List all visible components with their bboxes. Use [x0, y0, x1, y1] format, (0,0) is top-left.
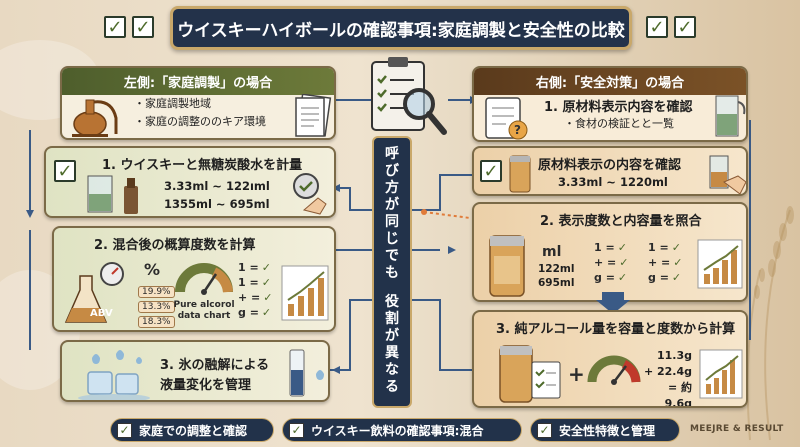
hand-cup-icon — [709, 155, 746, 194]
percent-sign: % — [144, 260, 161, 279]
title-check-icon-1: ✓ — [104, 16, 126, 38]
measuring-tube-drop-icon — [289, 349, 324, 397]
check-icon: ✓ — [261, 261, 271, 274]
left-step-1-title: 1. ウイスキーと無糖炭酸水を計量 — [102, 158, 303, 173]
check-icon: ✓ — [263, 291, 273, 304]
flask-gauge-icon — [64, 262, 124, 323]
right-step-2-title: 2. 表示度数と内容量を照合 — [540, 214, 702, 229]
document-icon — [295, 94, 332, 137]
right-step-2-panel: 2. 表示度数と内容量を照合 ml 122ml 695ml 1 =✓ + =✓ … — [472, 202, 748, 302]
can-clipboard-icon — [499, 345, 561, 403]
left-header-bullet-1: ・家庭調製地域 — [134, 97, 211, 110]
check-icon: ✓ — [619, 256, 629, 269]
right-step-1b-title: 原材料表示の内容を確認 — [538, 158, 682, 173]
left-step-3-title-line-2: 液量変化を管理 — [160, 378, 252, 393]
right-header-bullet: ・食材の検証とと一覧 — [564, 117, 674, 130]
left-step-1-line-2: 1355ml ~ 695ml — [164, 197, 270, 211]
tall-can-icon — [489, 235, 525, 297]
still-icon — [72, 99, 118, 137]
right-gauge-icon — [587, 355, 641, 385]
check-icon: ✓ — [261, 306, 272, 319]
check-icon: ✓ — [117, 422, 132, 438]
bar-trend-icon — [281, 265, 329, 321]
right-step-1b-check-icon: ✓ — [480, 160, 502, 182]
ml-value-2: 695ml — [538, 277, 575, 289]
can-icon — [509, 155, 531, 193]
scale-hand-icon — [293, 173, 327, 215]
clipboard-magnifier-icon — [371, 57, 447, 135]
page-title: ウイスキーハイボールの確認事項:家庭調製と安全性の比較 — [170, 6, 632, 50]
pct-value-2: 13.3% — [138, 301, 175, 313]
right-bar-trend-icon — [697, 239, 743, 289]
calc-block: 11.3g + 22.4g = 約9.6g — [642, 348, 692, 408]
brand-label: MEEJRE & RESULT — [690, 424, 784, 434]
right-step-1b-values: 3.33ml ~ 1220ml — [558, 175, 668, 189]
right-step-3-chart-icon — [699, 349, 743, 399]
check-icon: ✓ — [289, 422, 304, 438]
svg-text:?: ? — [514, 123, 521, 137]
check-icon: ✓ — [671, 271, 682, 284]
clipboard-question-icon: ? — [485, 97, 528, 140]
semicircle-gauge-icon — [175, 263, 233, 295]
right-header-step-title: 1. 原材料表示内容を確認 — [544, 100, 693, 115]
calc-value-1: 11.3g — [656, 349, 692, 362]
ice-cubes-icon — [78, 350, 150, 400]
check-icon: ✓ — [617, 241, 627, 254]
title-check-icon-3: ✓ — [646, 16, 668, 38]
check-icon: ✓ — [261, 276, 271, 289]
right-step-2-legend-a: 1 =✓ + =✓ g =✓ — [594, 241, 629, 284]
gauge-caption: Pure alcorol data chart — [173, 300, 235, 321]
right-step-3-panel: 3. 純アルコール量を容量と度数から計算 + 11.3g + 22.4g = 約… — [472, 310, 748, 408]
right-header-panel: 右側:「安全対策」の場合 ? 1. 原材料表示内容を確認 ・食材の検証とと一覧 — [472, 66, 748, 142]
plus-sign: + — [568, 362, 585, 386]
left-step-1-panel: ✓ 1. ウイスキーと無糖炭酸水を計量 3.33ml ~ 122ıml 1355… — [44, 146, 336, 218]
pct-value-1: 19.9% — [138, 286, 175, 298]
left-header-panel: 左側:「家庭調製」の場合 ・家庭調製地域 ・家庭の調整ののキア環境 — [60, 66, 336, 140]
ml-value-1: 122ml — [538, 263, 575, 275]
left-step-2-panel: 2. 混合後の概算度数を計算 ABV % 19.9% 13.3% 18.3% P… — [52, 226, 336, 332]
bottom-pill-middle: ✓ ウイスキー飲料の確認事項:混合 — [282, 418, 522, 442]
abv-label: ABV — [90, 308, 113, 319]
down-arrow-icon — [596, 292, 630, 314]
left-step-1-check-icon: ✓ — [54, 160, 76, 182]
measuring-cup-icon — [715, 95, 746, 137]
check-icon: ✓ — [617, 271, 628, 284]
title-check-icon-4: ✓ — [674, 16, 696, 38]
pct-value-3: 18.3% — [138, 316, 175, 328]
check-icon: ✓ — [673, 256, 683, 269]
left-step-3-panel: 3. 氷の融解による 液量変化を管理 — [60, 340, 330, 402]
beaker-bottle-icon — [87, 175, 138, 214]
left-step-2-title: 2. 混合後の概算度数を計算 — [94, 238, 256, 253]
right-step-1b-panel: ✓ 原材料表示の内容を確認 3.33ml ~ 1220ml — [472, 146, 748, 196]
left-step-3-title-line-1: 3. 氷の融解による — [160, 358, 270, 373]
right-step-3-title: 3. 純アルコール量を容量と度数から計算 — [496, 322, 736, 337]
check-icon: ✓ — [537, 422, 552, 438]
right-header-title: 右側:「安全対策」の場合 — [474, 68, 746, 95]
bottom-pill-right: ✓ 安全性特徴と管理 — [530, 418, 680, 442]
title-check-icon-2: ✓ — [132, 16, 154, 38]
calc-value-3: = 約9.6g — [664, 381, 692, 408]
right-step-2-legend-b: 1 =✓ + =✓ g =✓ — [648, 241, 683, 284]
bottom-pill-left: ✓ 家庭での調整と確認 — [110, 418, 274, 442]
check-icon: ✓ — [671, 241, 681, 254]
left-header-bullet-2: ・家庭の調整ののキア環境 — [134, 115, 266, 128]
center-vertical-label: 呼 び 方 が 同 じ で も 役 割 が 異 な る — [372, 136, 412, 408]
left-step-1-line-1: 3.33ml ~ 122ıml — [164, 179, 270, 193]
left-step-2-legend: 1 =✓ 1 =✓ + =✓ g =✓ — [238, 261, 273, 319]
left-header-title: 左側:「家庭調製」の場合 — [62, 68, 334, 95]
ml-label: ml — [542, 244, 562, 260]
calc-value-2: + 22.4g — [643, 365, 692, 378]
